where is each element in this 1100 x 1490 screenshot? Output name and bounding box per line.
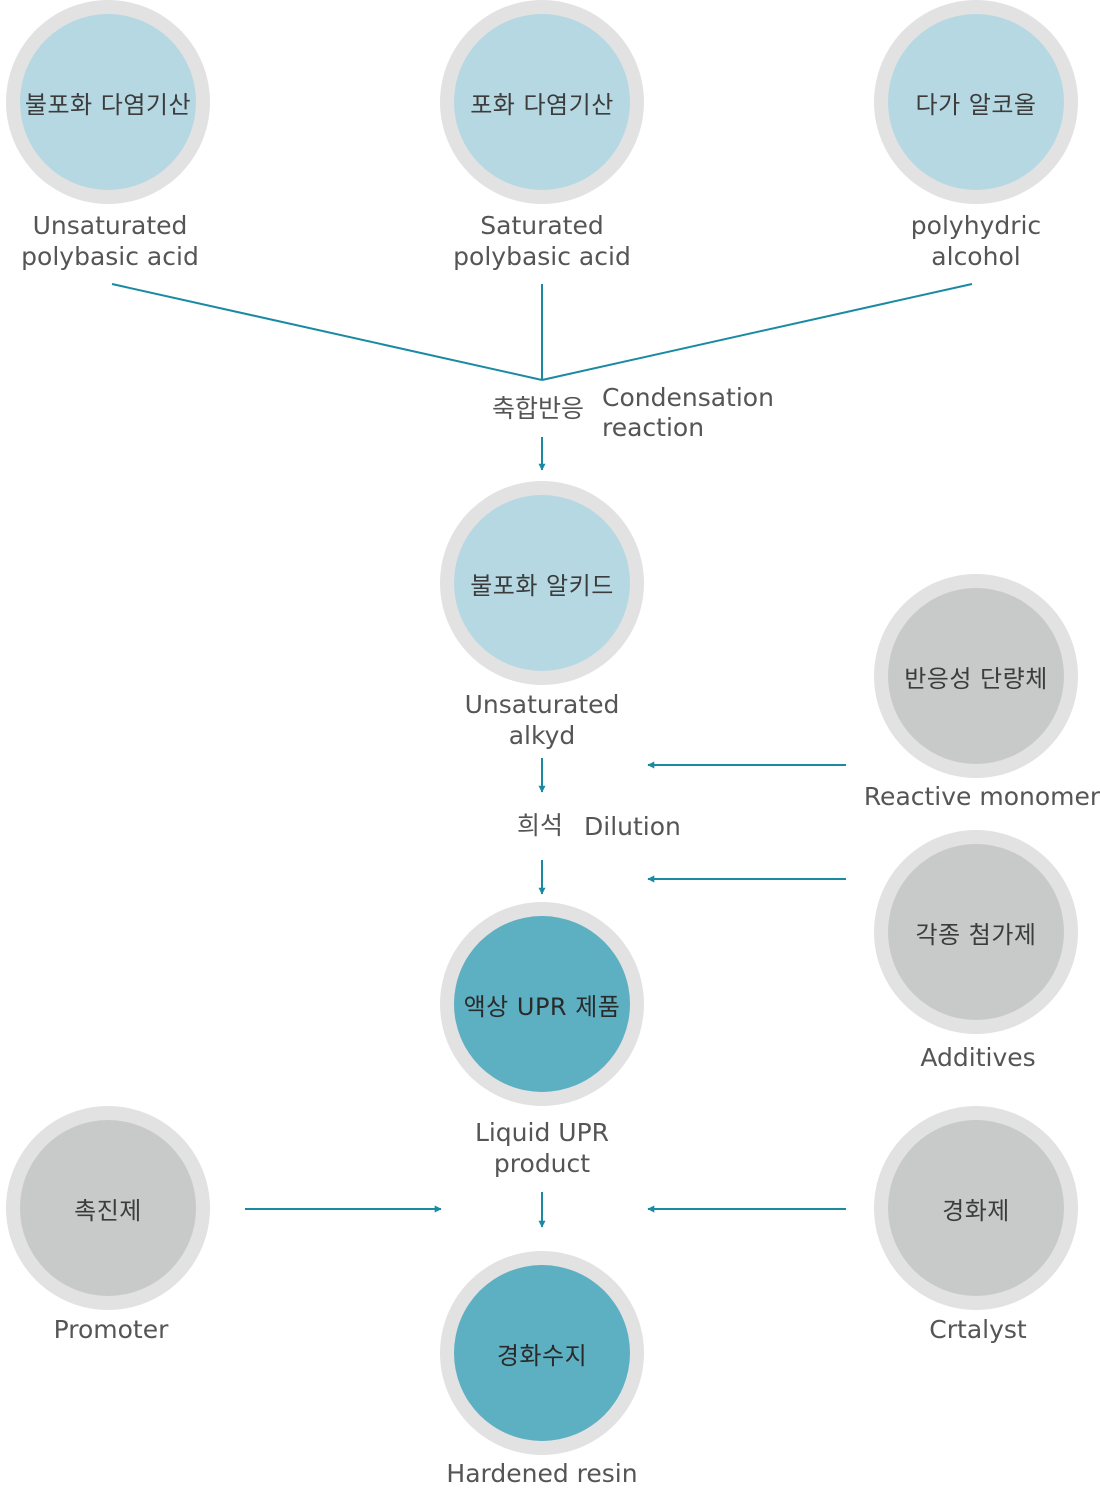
connector-alcohol bbox=[541, 283, 973, 381]
sat-acid-node: 포화 다염기산 bbox=[440, 0, 644, 204]
alcohol-caption: polyhydric alcohol bbox=[910, 211, 1042, 271]
catalyst-node: 경화제 bbox=[874, 1106, 1078, 1310]
liquid-upr-node: 액상 UPR 제품 bbox=[440, 902, 644, 1106]
alkyd-label-ko: 불포화 알키드 bbox=[454, 495, 630, 671]
monomer-node: 반응성 단량체 bbox=[874, 574, 1078, 778]
resin-label-ko: 경화수지 bbox=[454, 1265, 630, 1441]
dilution-label-en: Dilution bbox=[584, 812, 681, 841]
sat-acid-label-ko: 포화 다염기산 bbox=[454, 14, 630, 190]
connector-unsat-acid bbox=[111, 283, 543, 381]
condensation-label-ko: 축합반응 bbox=[492, 394, 585, 423]
catalyst-label-ko: 경화제 bbox=[888, 1120, 1064, 1296]
additives-caption: Additives bbox=[920, 1043, 1036, 1072]
additives-node: 각종 첨가제 bbox=[874, 830, 1078, 1034]
monomer-label-ko: 반응성 단량체 bbox=[888, 588, 1064, 764]
additives-label-ko: 각종 첨가제 bbox=[888, 844, 1064, 1020]
unsat-acid-node: 불포화 다염기산 bbox=[6, 0, 210, 204]
monomer-caption: Reactive monomer bbox=[863, 782, 1100, 811]
dilution-label-ko: 희석 bbox=[517, 811, 564, 840]
catalyst-caption: Crtalyst bbox=[929, 1315, 1027, 1344]
alkyd-caption: Unsaturated alkyd bbox=[464, 690, 620, 750]
alkyd-node: 불포화 알키드 bbox=[440, 481, 644, 685]
resin-caption: Hardened resin bbox=[446, 1459, 638, 1488]
unsat-acid-label-ko: 불포화 다염기산 bbox=[20, 14, 196, 190]
promoter-node: 촉진제 bbox=[6, 1106, 210, 1310]
alcohol-node: 다가 알코올 bbox=[874, 0, 1078, 204]
alcohol-label-ko: 다가 알코올 bbox=[888, 14, 1064, 190]
condensation-label-en: Condensation reaction bbox=[602, 383, 774, 442]
liquid-upr-label-ko: 액상 UPR 제품 bbox=[454, 916, 630, 1092]
promoter-label-ko: 촉진제 bbox=[20, 1120, 196, 1296]
unsat-acid-caption: Unsaturated polybasic acid bbox=[21, 211, 199, 271]
resin-node: 경화수지 bbox=[440, 1251, 644, 1455]
promoter-caption: Promoter bbox=[53, 1315, 169, 1344]
sat-acid-caption: Saturated polybasic acid bbox=[453, 211, 631, 271]
liquid-upr-caption: Liquid UPR product bbox=[474, 1118, 610, 1178]
